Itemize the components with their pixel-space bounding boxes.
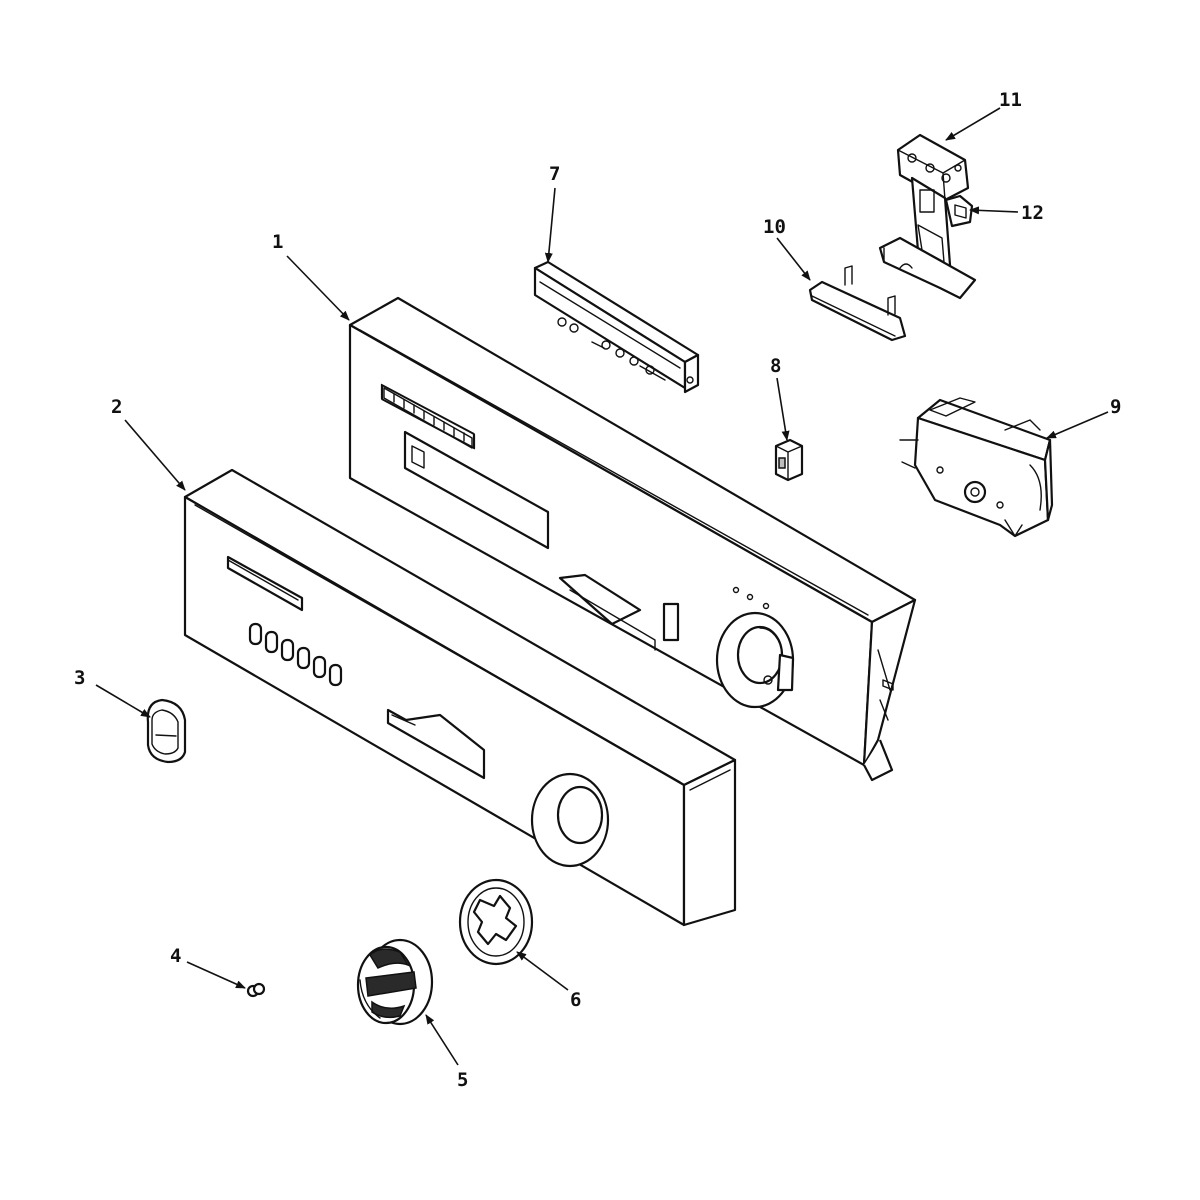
callout-8: 8: [770, 355, 781, 377]
leader-1: [286, 255, 350, 321]
leader-9: [1046, 411, 1109, 439]
knob-bezel: [458, 878, 534, 966]
leader-11: [945, 107, 1001, 141]
callout-2: 2: [111, 396, 122, 418]
leader-7: [544, 187, 556, 263]
callout-7: 7: [549, 163, 560, 185]
callout-3: 3: [74, 667, 85, 689]
door-latch-assembly: [878, 133, 977, 300]
latch-switch: [944, 194, 974, 228]
leader-10: [776, 237, 811, 281]
leader-5: [425, 1014, 459, 1066]
leader-2: [124, 419, 186, 491]
callout-5: 5: [457, 1069, 468, 1091]
small-fastener: [246, 982, 266, 998]
front-console-panel: [183, 468, 737, 927]
callout-leaders: [95, 107, 1109, 1066]
callout-1: 1: [272, 231, 283, 253]
leader-6: [516, 951, 569, 991]
callout-11: 11: [999, 89, 1022, 111]
rear-console-panel: [348, 296, 917, 782]
callout-4: 4: [170, 945, 181, 967]
leader-3: [95, 684, 151, 718]
leader-8: [776, 377, 790, 441]
callout-12: 12: [1021, 202, 1044, 224]
push-button: [146, 698, 187, 764]
leader-12: [969, 206, 1019, 215]
callout-10: 10: [763, 216, 786, 238]
leader-4: [186, 961, 246, 989]
callout-9: 9: [1110, 396, 1121, 418]
callout-numbers: 1 2 3 4 5 6 7 8 9 10 11 12: [74, 89, 1121, 1091]
dial-knob: [356, 938, 434, 1026]
timer-module: [899, 397, 1054, 538]
clip: [774, 438, 804, 482]
callout-6: 6: [570, 989, 581, 1011]
door-latch-handle: [808, 265, 907, 342]
switch-bracket: [533, 260, 700, 394]
